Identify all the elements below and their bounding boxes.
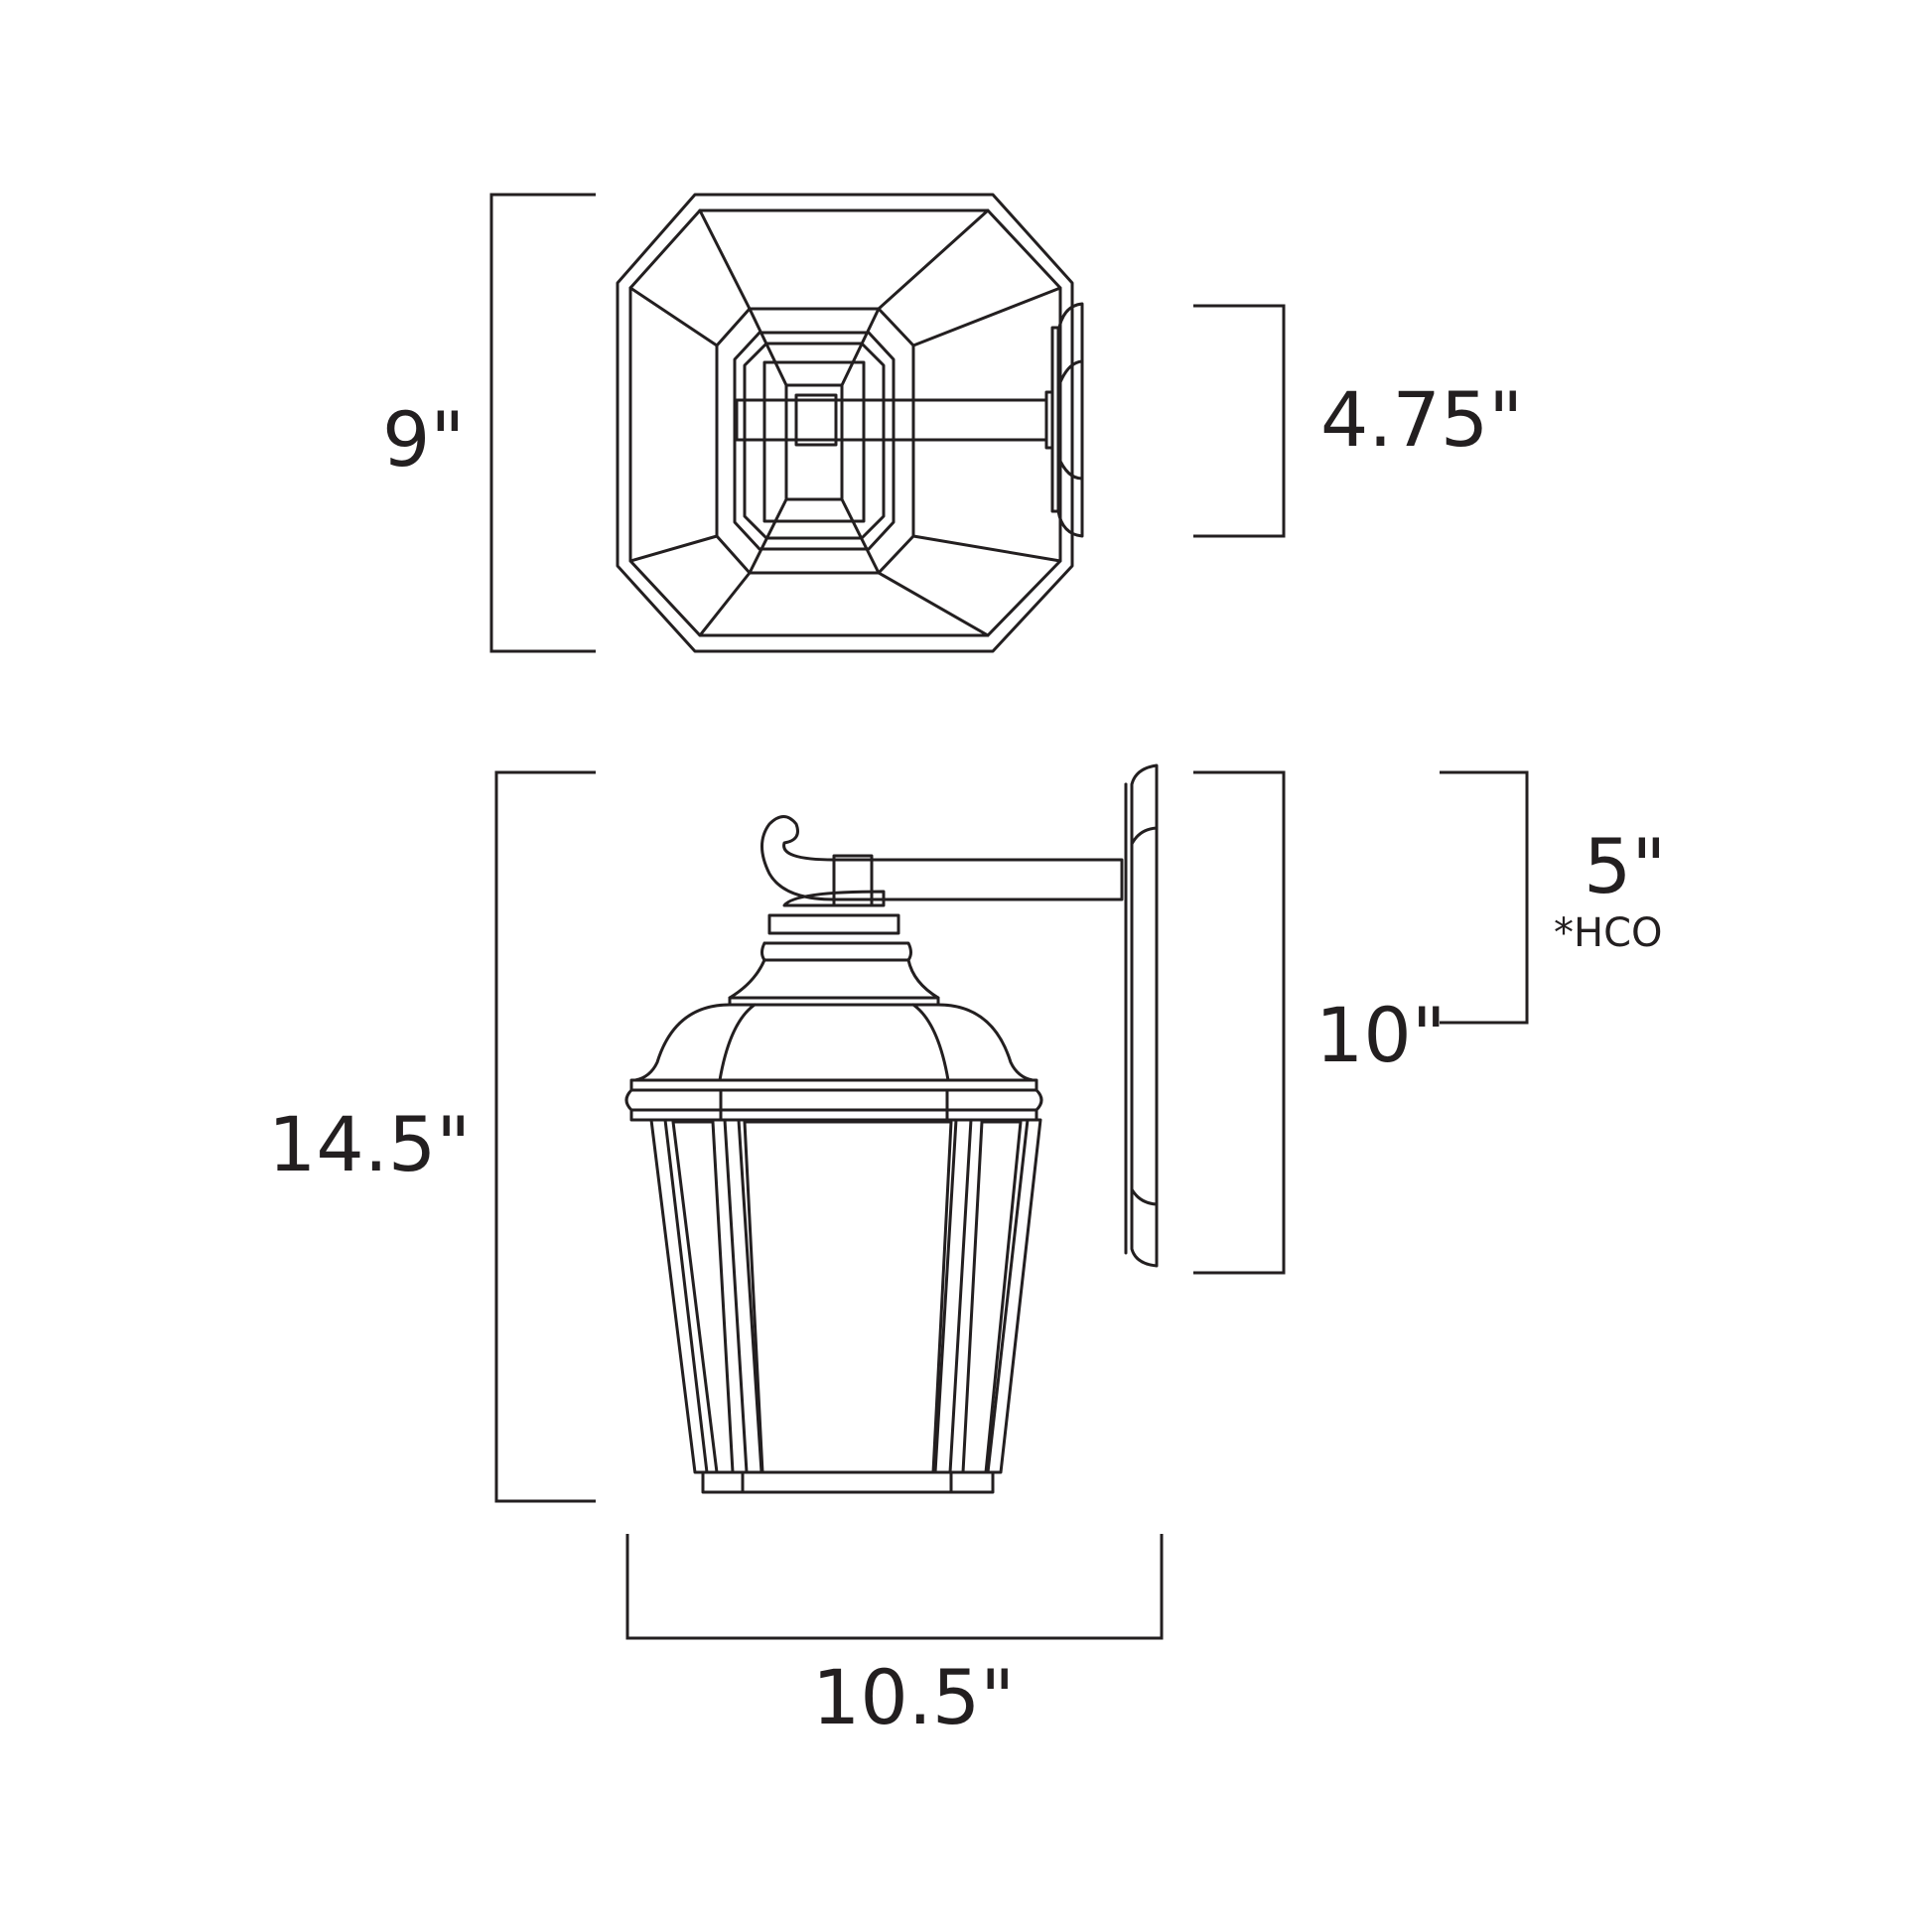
top-view: [616, 193, 1084, 653]
side-view: [624, 763, 1159, 1494]
dimension-label-overall-height: 14.5": [268, 1100, 472, 1188]
dimension-label-backplate-height: 10": [1315, 991, 1447, 1079]
dimension-label-backplate-width: 4.75": [1320, 375, 1524, 464]
dimension-label-hco: 5": [1584, 822, 1667, 910]
dimension-lines: [489, 193, 1529, 1640]
hco-note: *HCO: [1554, 910, 1663, 956]
dimension-label-overall-width: 10.5": [812, 1653, 1016, 1741]
dimension-label-top-depth: 9": [382, 395, 466, 483]
